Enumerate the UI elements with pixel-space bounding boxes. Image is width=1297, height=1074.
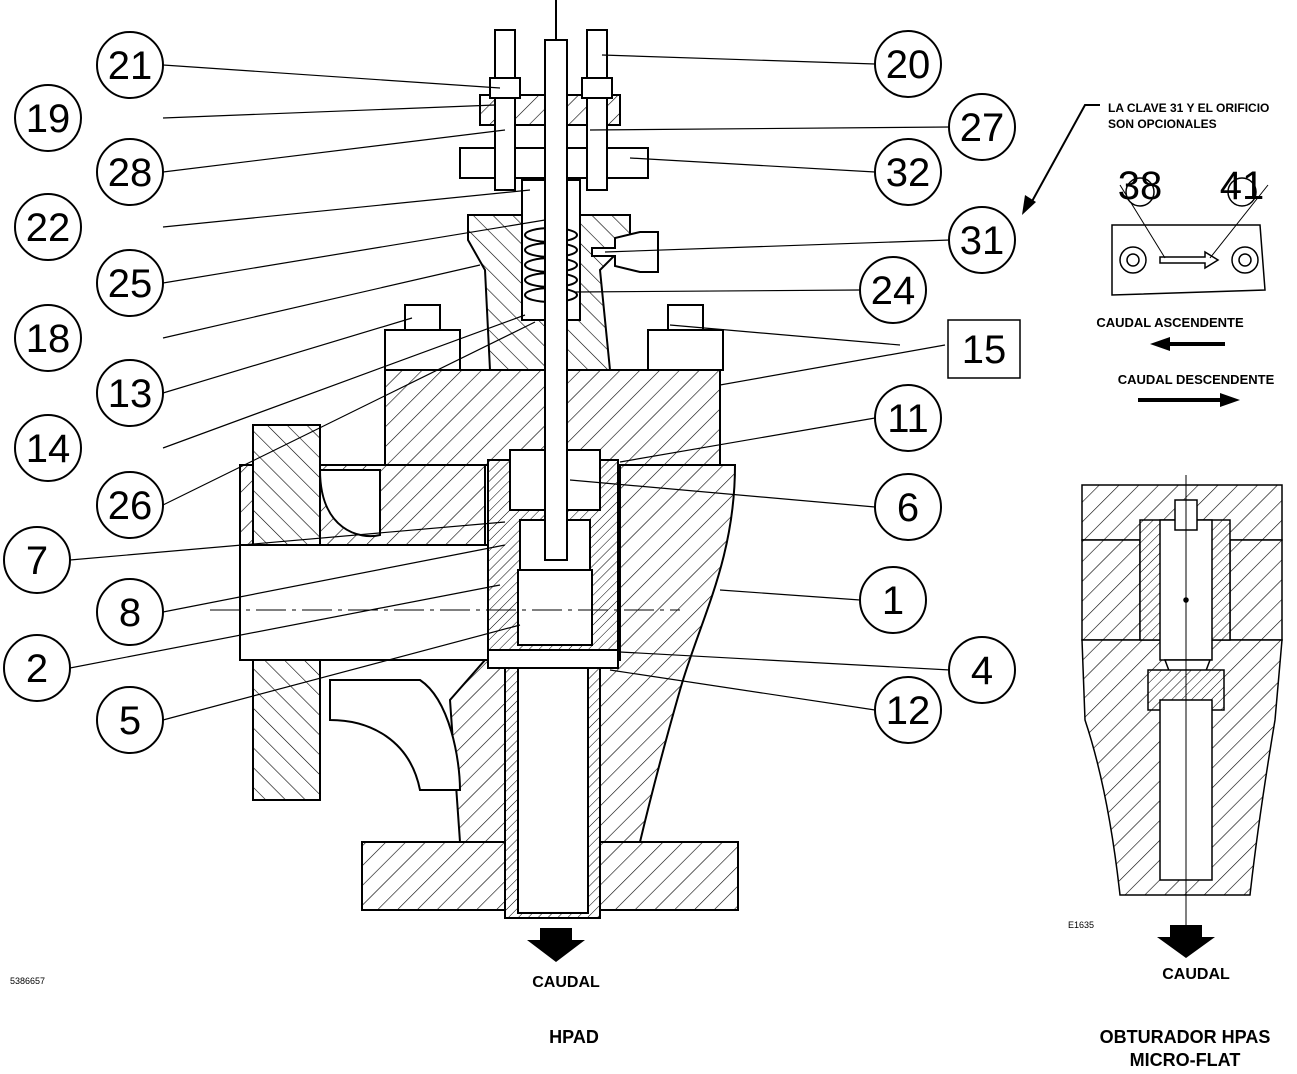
callout-2: 2	[26, 647, 48, 691]
callout-11: 11	[887, 397, 929, 441]
callout-5: 5	[119, 699, 141, 743]
note-line-1: LA CLAVE 31 Y EL ORIFICIO	[1108, 101, 1269, 115]
detail-title-line-1: OBTURADOR HPAS	[1100, 1027, 1271, 1047]
flow-up-arrow	[1150, 337, 1225, 351]
callout-28: 28	[108, 151, 153, 195]
callout-circles	[3, 30, 1016, 754]
orifice-detail	[1111, 177, 1269, 296]
callout-21: 21	[108, 44, 153, 88]
callout-15: 15	[962, 328, 1007, 372]
main-flow-arrow	[527, 928, 585, 962]
detail-flow-label: CAUDAL	[1162, 966, 1230, 983]
callout-8: 8	[119, 591, 141, 635]
main-flow-label: CAUDAL	[532, 974, 600, 991]
callout-4: 4	[971, 649, 993, 693]
callout-box-15	[947, 319, 1021, 379]
note-arrow-line	[1029, 104, 1100, 206]
detail-title-line-2: MICRO-FLAT	[1130, 1050, 1241, 1070]
callout-13: 13	[108, 372, 153, 416]
callout-1: 1	[882, 579, 904, 623]
detail-flow-arrow	[1157, 925, 1215, 958]
callout-22: 22	[26, 206, 71, 250]
main-title: HPAD	[549, 1027, 599, 1047]
detail-callout-41: 41	[1220, 164, 1265, 208]
callout-14: 14	[26, 427, 71, 471]
callout-numbers: 21 19 28 22 25 18 13 14 26 7 8 2 5 20 27…	[26, 43, 1007, 743]
callout-18: 18	[26, 317, 71, 361]
note-arrow-head	[1022, 195, 1036, 215]
callout-6: 6	[897, 486, 919, 530]
callout-26: 26	[108, 484, 153, 528]
hpas-detail-drawing	[1081, 475, 1283, 930]
flow-down-label: CAUDAL DESCENDENTE	[1118, 372, 1275, 387]
callout-19: 19	[26, 97, 71, 141]
detail-drawing-code: E1635	[1068, 920, 1094, 930]
flow-up-label: CAUDAL ASCENDENTE	[1096, 315, 1244, 330]
callout-20: 20	[886, 43, 931, 87]
valve-body-drawing	[210, 0, 739, 919]
callout-24: 24	[871, 269, 916, 313]
leader-lines	[69, 54, 951, 721]
callout-32: 32	[886, 151, 931, 195]
main-drawing-code: 5386657	[10, 976, 45, 986]
callout-25: 25	[108, 262, 153, 306]
callout-12: 12	[886, 689, 931, 733]
note-line-2: SON OPCIONALES	[1108, 117, 1217, 131]
flow-down-arrow	[1138, 393, 1240, 407]
detail-callout-38: 38	[1118, 164, 1163, 208]
callout-7: 7	[26, 539, 48, 583]
callout-31: 31	[960, 219, 1005, 263]
callout-27: 27	[960, 106, 1005, 150]
